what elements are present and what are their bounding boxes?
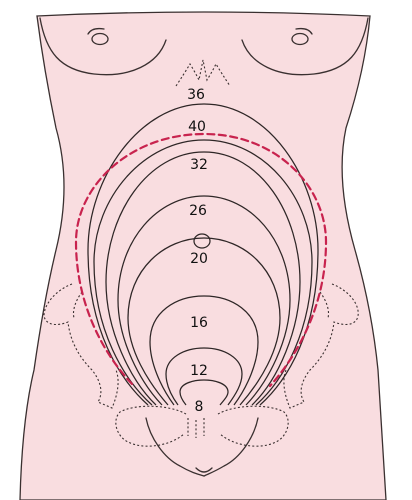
pubic-curve xyxy=(195,467,213,473)
contour-16-weeks xyxy=(149,295,259,406)
left-areola-arc xyxy=(87,27,105,35)
right-groin-line xyxy=(203,417,259,477)
left-ilium-inner xyxy=(72,291,83,319)
left-breast-outline xyxy=(39,17,167,76)
pubic-symphysis xyxy=(187,418,205,438)
label-32-weeks: 32 xyxy=(190,157,208,173)
contour-20-weeks xyxy=(127,237,281,406)
right-breast-outline xyxy=(241,17,369,76)
right-nipple-icon xyxy=(291,32,309,46)
label-8-weeks: 8 xyxy=(195,399,204,415)
label-26-weeks: 26 xyxy=(189,203,207,219)
right-areola-arc xyxy=(295,27,313,35)
xiphoid-process xyxy=(175,59,231,87)
left-groin-line xyxy=(145,417,205,477)
torso-silhouette xyxy=(19,11,387,500)
left-iliac-crest xyxy=(43,283,119,409)
umbilicus-icon xyxy=(193,233,211,249)
right-iliac-crest xyxy=(283,283,359,409)
label-16-weeks: 16 xyxy=(190,315,208,331)
label-12-weeks: 12 xyxy=(190,363,208,379)
contour-32-weeks xyxy=(105,151,301,406)
contour-8-weeks xyxy=(179,379,229,406)
contour-26-weeks xyxy=(117,195,291,406)
contour-36-weeks xyxy=(87,103,319,406)
right-ilium-inner xyxy=(319,291,330,319)
dashed-fundal-contour xyxy=(74,132,328,388)
contour-12-weeks xyxy=(165,347,243,406)
label-36-weeks: 36 xyxy=(187,87,205,103)
label-40-weeks: 40 xyxy=(188,119,206,135)
label-20-weeks: 20 xyxy=(190,251,208,267)
left-obturator-ring xyxy=(115,405,187,447)
left-nipple-icon xyxy=(91,32,109,46)
right-obturator-ring xyxy=(217,405,289,447)
contour-40-weeks xyxy=(93,139,313,406)
